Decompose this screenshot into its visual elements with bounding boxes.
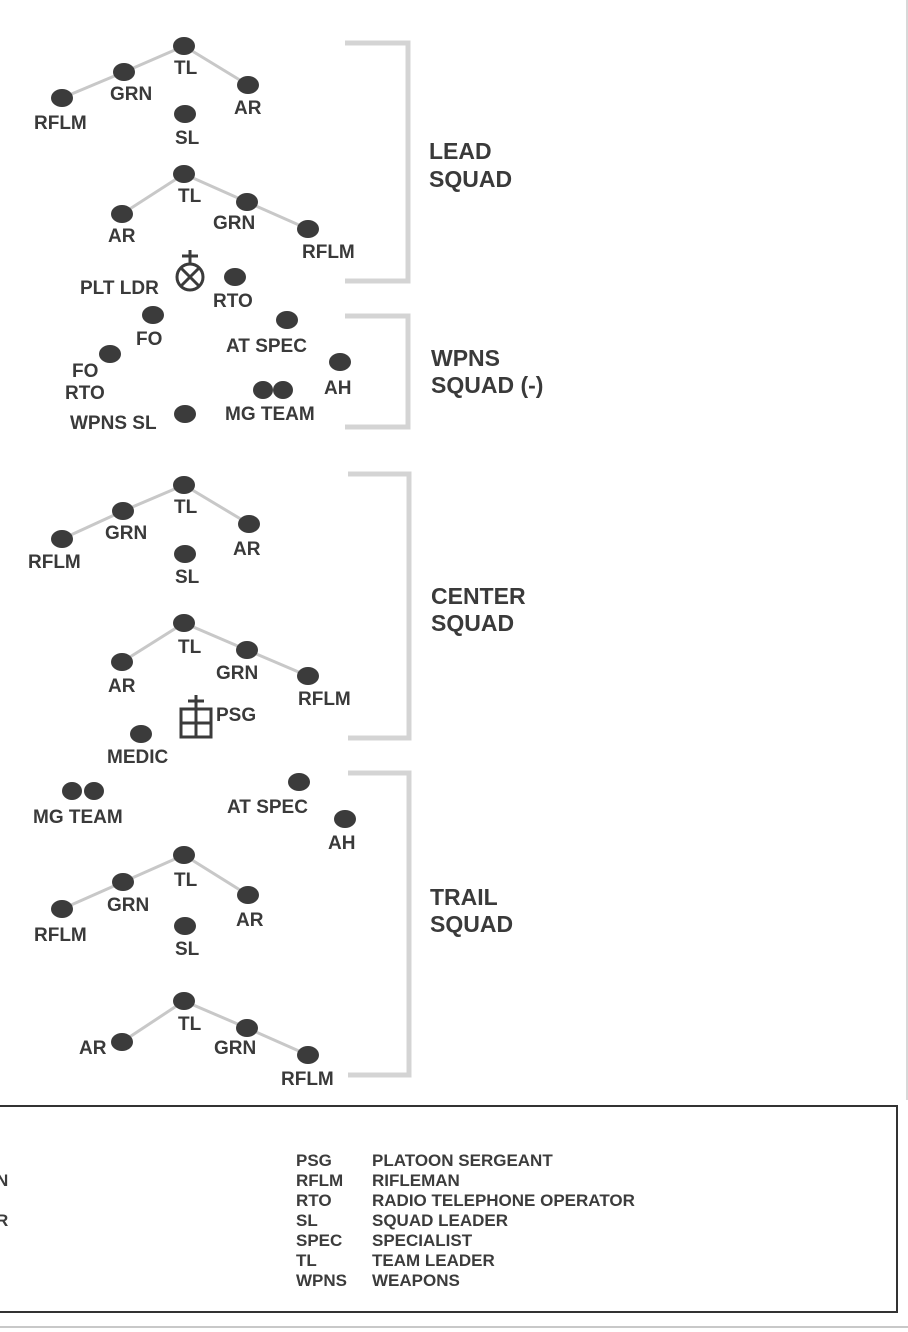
node-label: MG TEAM <box>225 404 315 425</box>
wpns-squad-label-line2: SQUAD (-) <box>431 372 543 398</box>
wpns-squad-label-line1: WPNS <box>431 345 500 371</box>
node-label: MEDIC <box>107 747 169 768</box>
node-label: AH <box>328 833 355 854</box>
node-label: AT SPEC <box>226 336 307 357</box>
legend-row: SL SQUAD LEADER <box>296 1211 635 1231</box>
node-label: GRN <box>107 895 149 916</box>
node-label: FO <box>136 329 162 350</box>
legend-row: WPNS WEAPONS <box>296 1271 635 1291</box>
node-label: PSG <box>216 705 256 726</box>
squad-labels: LEAD SQUAD WPNS SQUAD (-) CENTER SQUAD T… <box>429 138 543 937</box>
node-label: RTO <box>213 291 253 312</box>
center-squad-label-line2: SQUAD <box>431 610 514 636</box>
page-bottom-divider <box>0 1326 908 1328</box>
legend-meaning: PLATOON SERGEANT <box>372 1151 553 1170</box>
node-label: GRN <box>216 663 258 684</box>
node-label: TL <box>174 58 198 79</box>
legend-abbr: RFLM <box>296 1171 344 1190</box>
platoon-leader-symbol-icon <box>175 250 205 292</box>
node-label: TL <box>178 637 202 658</box>
node-label: RFLM <box>298 689 351 710</box>
node-label: RFLM <box>281 1069 334 1090</box>
node-label: AR <box>234 98 262 119</box>
legend-cutoff-text: N <box>0 1171 9 1190</box>
soldier-nodes <box>51 37 356 1064</box>
legend-meaning: TEAM LEADER <box>372 1251 495 1270</box>
platoon-sergeant-symbol-icon <box>179 695 213 739</box>
trail-squad-label-line2: SQUAD <box>430 911 513 937</box>
center-squad-label-line1: CENTER <box>431 583 526 609</box>
legend-abbr: PSG <box>296 1151 332 1170</box>
legend-meaning: WEAPONS <box>372 1271 460 1290</box>
node-label: AR <box>108 226 136 247</box>
node-label: GRN <box>213 213 255 234</box>
page-edge <box>906 0 908 1100</box>
squad-brackets <box>345 40 412 1078</box>
lead-squad-label-line1: LEAD <box>429 138 492 164</box>
legend-meaning: SQUAD LEADER <box>372 1211 509 1230</box>
formation-links <box>61 44 309 1057</box>
legend-meaning: SPECIALIST <box>372 1231 473 1250</box>
legend-row: TL TEAM LEADER <box>296 1251 635 1271</box>
node-label: FO <box>72 361 98 382</box>
legend-box <box>0 1105 898 1313</box>
legend-abbr: WPNS <box>296 1271 347 1290</box>
node-label: GRN <box>110 84 152 105</box>
lead-squad-bracket <box>345 40 411 284</box>
node-label: RFLM <box>34 925 87 946</box>
node-label: AR <box>233 539 261 560</box>
node-label: RFLM <box>34 113 87 134</box>
legend-abbr: RTO <box>296 1191 332 1210</box>
node-label: SL <box>175 128 200 149</box>
node-label: GRN <box>214 1038 256 1059</box>
node-label: AR <box>79 1038 107 1059</box>
legend-abbr: TL <box>296 1251 317 1270</box>
lead-squad-label-line2: SQUAD <box>429 166 512 192</box>
node-label: WPNS SL <box>70 413 157 434</box>
node-label: AH <box>324 378 351 399</box>
node-label: RFLM <box>28 552 81 573</box>
node-label: GRN <box>105 523 147 544</box>
legend-abbr: SL <box>296 1211 318 1230</box>
node-label: AT SPEC <box>227 797 308 818</box>
node-label: AR <box>236 910 264 931</box>
node-label: TL <box>174 870 198 891</box>
node-label: TL <box>174 497 198 518</box>
trail-squad-bracket <box>348 770 412 1078</box>
node-label: RTO <box>65 383 105 404</box>
node-label: PLT LDR <box>80 278 159 299</box>
legend-abbr: SPEC <box>296 1231 343 1250</box>
legend-meaning: RIFLEMAN <box>372 1171 460 1190</box>
node-label: RFLM <box>302 242 355 263</box>
node-labels: TL GRN AR RFLM SL TL AR GRN RFLM PLT LDR… <box>28 58 355 1090</box>
legend-cutoff-text: R <box>0 1211 9 1230</box>
node-label: SL <box>175 567 200 588</box>
center-squad-bracket <box>348 471 412 741</box>
legend-table: PSG PLATOON SERGEANT RFLM RIFLEMAN RTO RADI… <box>296 1151 635 1291</box>
trail-squad-label-line1: TRAIL <box>430 884 498 910</box>
node-label: AR <box>108 676 136 697</box>
legend-meaning: RADIO TELEPHONE OPERATOR <box>372 1191 635 1210</box>
node-label: MG TEAM <box>33 807 123 828</box>
node-label: TL <box>178 1014 202 1035</box>
legend-row: PSG PLATOON SERGEANT <box>296 1151 635 1171</box>
wpns-squad-bracket <box>345 313 411 430</box>
legend-row: RFLM RIFLEMAN <box>296 1171 635 1191</box>
legend-row: RTO RADIO TELEPHONE OPERATOR <box>296 1191 635 1211</box>
legend-row: SPEC SPECIALIST <box>296 1231 635 1251</box>
node-label: SL <box>175 939 200 960</box>
node-label: TL <box>178 186 202 207</box>
